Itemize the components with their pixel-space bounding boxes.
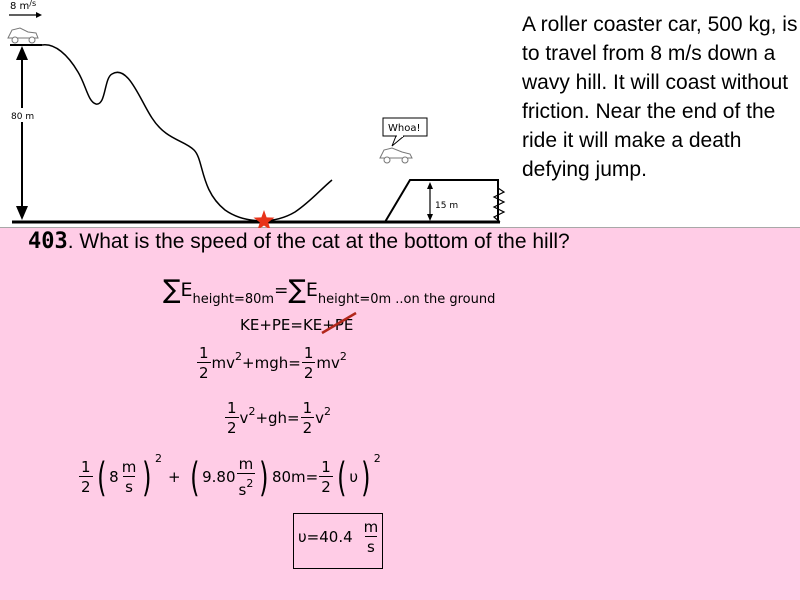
panel-divider bbox=[0, 227, 800, 228]
coaster-car-icon bbox=[7, 27, 39, 44]
ramp-arrow-head-top bbox=[427, 182, 433, 189]
flying-car-icon bbox=[379, 147, 413, 164]
speech-bubble bbox=[382, 117, 428, 137]
height-arrow-head-top bbox=[16, 46, 28, 60]
question-number: 403 bbox=[28, 229, 68, 254]
speed-arrow-head bbox=[36, 12, 42, 18]
roller-coaster-diagram: 80 m 8 m/s 15 m Whoa! bbox=[7, 0, 506, 228]
energy-sum-equation: ∑Eheight=80m=∑Eheight=0m ..on the ground bbox=[163, 275, 496, 307]
bottom-star-icon bbox=[253, 210, 275, 228]
problem-statement: A roller coaster car, 500 kg, is to trav… bbox=[522, 13, 798, 181]
height-label: 80 m bbox=[11, 112, 34, 122]
diagram-panel bbox=[0, 0, 800, 228]
strike-mark bbox=[321, 311, 357, 335]
height-arrow-head-bottom bbox=[16, 206, 28, 220]
ke-pe-equation: KE+PE=KE+PE bbox=[240, 316, 354, 334]
coaster-track bbox=[41, 44, 333, 222]
solution-panel bbox=[0, 228, 800, 600]
question: 403. What is the speed of the cat at the… bbox=[28, 229, 570, 255]
speech-bubble-tail bbox=[391, 135, 406, 147]
speed-label: 8 m/s bbox=[10, 0, 36, 12]
jump-ramp bbox=[384, 179, 499, 223]
ramp-spring bbox=[492, 187, 506, 223]
speech-text: Whoa! bbox=[388, 123, 420, 134]
ramp-arrow-head-bottom bbox=[427, 214, 433, 221]
question-text: . What is the speed of the cat at the bo… bbox=[67, 230, 570, 253]
height-label-bg bbox=[8, 108, 42, 122]
ramp-height-label: 15 m bbox=[435, 201, 458, 211]
answer-box bbox=[293, 513, 383, 569]
